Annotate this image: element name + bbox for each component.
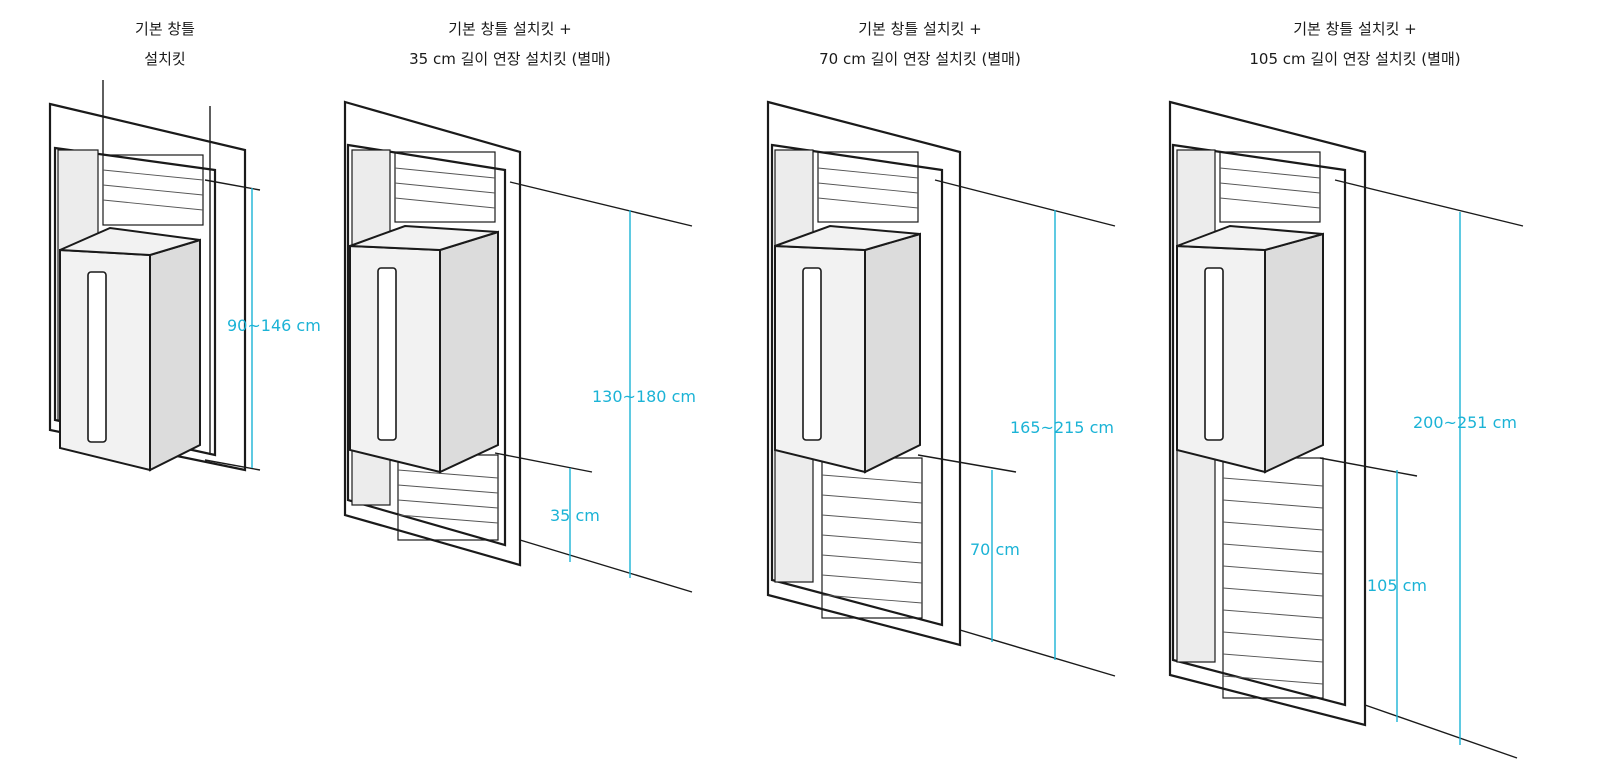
ac-unit-top [349,224,499,252]
ac-unit-panel [87,271,107,443]
ac-unit-top [1176,224,1324,252]
ac-unit-side [864,232,921,474]
panel-caption: 기본 창틀 설치킷 [95,14,235,74]
ac-unit-top [774,224,921,252]
panel-caption: 기본 창틀 설치킷 + 105 cm 길이 연장 설치킷 (별매) [1215,14,1495,74]
caption-line-2: 70 cm 길이 연장 설치킷 (별매) [819,50,1021,68]
kit-slats [817,151,919,223]
caption-line-1: 기본 창틀 [135,20,195,38]
caption-line-1: 기본 창틀 설치킷 + [858,20,982,38]
panel-caption: 기본 창틀 설치킷 + 70 cm 길이 연장 설치킷 (별매) [780,14,1060,74]
ac-unit-side [149,238,201,472]
total-dimension-label: 90~146 cm [227,316,321,335]
ac-unit-panel [377,267,397,441]
panel-basic-kit: 기본 창틀 설치킷 90~146 cm [0,0,330,778]
kit-slats [102,154,204,226]
caption-line-2: 35 cm 길이 연장 설치킷 (별매) [409,50,611,68]
extension-dimension-label: 105 cm [1367,576,1427,595]
caption-line-1: 기본 창틀 설치킷 + [448,20,572,38]
ac-unit-panel [802,267,822,441]
total-dimension-label: 130~180 cm [592,387,696,406]
window-kit-illustration: 165~215 cm 70 cm [766,100,1116,677]
ac-unit-side [439,230,499,474]
ac-unit-top [59,226,201,257]
window-kit-illustration: 130~180 cm 35 cm [343,100,696,593]
panel-70cm-extension: 기본 창틀 설치킷 + 70 cm 길이 연장 설치킷 (별매) 165~215… [760,0,1160,778]
ac-unit-panel [1204,267,1224,441]
extension-dimension-label: 70 cm [970,540,1020,559]
kit-slats [1219,151,1321,223]
ac-unit-side [1264,232,1324,474]
window-kit-illustration: 90~146 cm [48,80,321,472]
total-dimension-label: 200~251 cm [1413,413,1517,432]
panel-caption: 기본 창틀 설치킷 + 35 cm 길이 연장 설치킷 (별매) [370,14,650,74]
window-kit-illustration: 200~251 cm 105 cm [1168,100,1524,759]
caption-line-2: 105 cm 길이 연장 설치킷 (별매) [1249,50,1461,68]
extension-dimension-label: 35 cm [550,506,600,525]
panel-105cm-extension: 기본 창틀 설치킷 + 105 cm 길이 연장 설치킷 (별매) 200~25… [1165,0,1600,778]
panel-35cm-extension: 기본 창틀 설치킷 + 35 cm 길이 연장 설치킷 (별매) 130~180… [330,0,720,778]
total-dimension-label: 165~215 cm [1010,418,1114,437]
caption-line-1: 기본 창틀 설치킷 + [1293,20,1417,38]
kit-slats [394,151,496,223]
caption-line-2: 설치킷 [144,50,186,68]
